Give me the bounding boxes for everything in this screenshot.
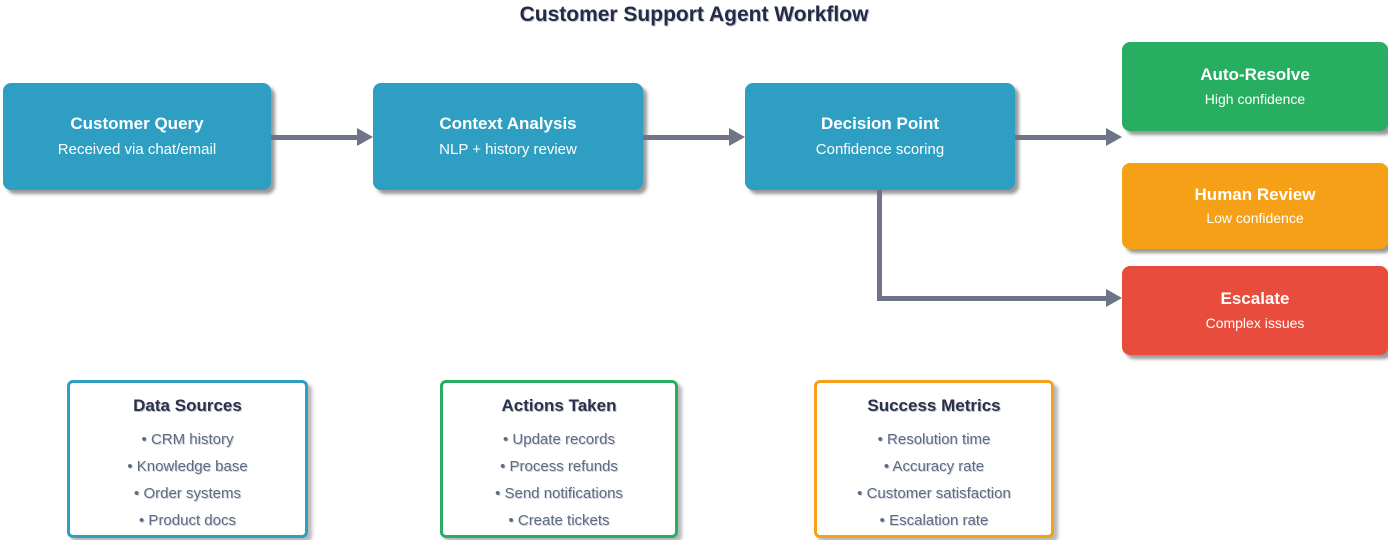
- arrow-right-icon: [1106, 289, 1122, 307]
- connector-line-vertical: [877, 190, 882, 301]
- node-subtitle: Confidence scoring: [815, 141, 945, 159]
- panel-list: • Update records • Process refunds • Sen…: [443, 426, 675, 534]
- connector-line: [643, 135, 730, 140]
- panel-title: Data Sources: [133, 396, 242, 415]
- connector-line: [271, 135, 358, 140]
- panel-title: Success Metrics: [867, 396, 1001, 415]
- diagram-title: Customer Support Agent Workflow: [519, 3, 869, 26]
- list-item: • Send notifications: [495, 485, 623, 502]
- list-item: • Create tickets: [508, 512, 610, 529]
- node-title: Escalate: [1220, 289, 1290, 309]
- node-title: Auto-Resolve: [1200, 65, 1310, 85]
- panel-actions-taken: Actions Taken • Update records • Process…: [440, 380, 678, 538]
- list-item: • Resolution time: [877, 431, 991, 448]
- node-subtitle: Received via chat/email: [57, 141, 217, 159]
- list-item: • Knowledge base: [127, 458, 248, 475]
- node-decision-point: Decision Point Confidence scoring: [745, 83, 1015, 190]
- list-item: • Order systems: [134, 485, 241, 502]
- arrow-right-icon: [357, 128, 373, 146]
- node-human-review: Human Review Low confidence: [1122, 163, 1388, 249]
- list-item: • CRM history: [141, 431, 234, 448]
- node-title: Customer Query: [70, 113, 204, 133]
- panel-title: Actions Taken: [501, 396, 617, 415]
- node-subtitle: Low confidence: [1206, 210, 1304, 227]
- list-item: • Update records: [503, 431, 615, 448]
- node-auto-resolve: Auto-Resolve High confidence: [1122, 42, 1388, 131]
- node-escalate: Escalate Complex issues: [1122, 266, 1388, 355]
- node-subtitle: Complex issues: [1205, 314, 1305, 331]
- panel-list: • Resolution time • Accuracy rate • Cust…: [817, 426, 1051, 534]
- node-subtitle: NLP + history review: [439, 141, 577, 159]
- list-item: • Accuracy rate: [883, 458, 985, 475]
- node-title: Decision Point: [820, 113, 940, 133]
- list-item: • Customer satisfaction: [857, 485, 1011, 502]
- node-context-analysis: Context Analysis NLP + history review: [373, 83, 643, 190]
- list-item: • Process refunds: [500, 458, 618, 475]
- connector-line: [877, 296, 1107, 301]
- panel-success-metrics: Success Metrics • Resolution time • Accu…: [814, 380, 1054, 538]
- panel-list: • CRM history • Knowledge base • Order s…: [70, 426, 305, 534]
- list-item: • Product docs: [139, 512, 236, 529]
- connector-line: [1015, 135, 1107, 140]
- node-title: Context Analysis: [439, 113, 577, 133]
- node-customer-query: Customer Query Received via chat/email: [3, 83, 271, 190]
- panel-data-sources: Data Sources • CRM history • Knowledge b…: [67, 380, 308, 538]
- node-title: Human Review: [1194, 184, 1316, 204]
- arrow-right-icon: [1106, 128, 1122, 146]
- arrow-right-icon: [729, 128, 745, 146]
- node-subtitle: High confidence: [1204, 90, 1306, 107]
- list-item: • Escalation rate: [879, 512, 989, 529]
